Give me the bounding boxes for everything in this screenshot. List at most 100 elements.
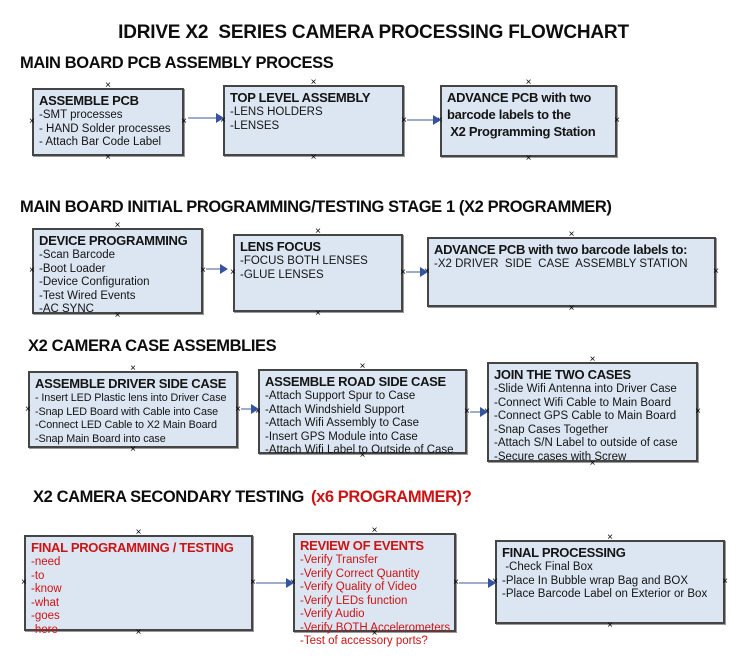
- connection-point-icon: ×: [105, 152, 111, 163]
- box-item: -to: [31, 569, 45, 582]
- connection-point-icon: ×: [230, 267, 236, 278]
- connection-point-icon: ×: [114, 220, 121, 231]
- connection-point-icon: ×: [105, 80, 111, 91]
- box-title: ADVANCE PCB with two barcode labels to:: [434, 242, 688, 257]
- flow-arrow-icon: [470, 407, 488, 417]
- connection-point-icon: ×: [607, 532, 613, 543]
- box-advance-pcb-programming-station: ADVANCE PCB with two barcode labels to th…: [437, 78, 620, 164]
- box-item: -need: [31, 556, 61, 568]
- box-title: JOIN THE TWO CASES: [494, 367, 631, 382]
- box-item: -FOCUS BOTH LENSES: [240, 255, 368, 267]
- box-title: REVIEW OF EVENTS: [300, 538, 424, 553]
- box-item: -Scan Barcode: [39, 249, 116, 261]
- connection-point-icon: ×: [371, 525, 378, 536]
- box-item-list: -Attach Support Spur to Case-Attach Wind…: [265, 390, 460, 458]
- box-title: LENS FOCUS: [240, 239, 321, 254]
- box-item: -Test Wired Events: [39, 289, 136, 302]
- box-item: -Attach S/N Label to outside of case: [494, 437, 678, 449]
- box-final-processing: FINAL PROCESSING -Check Final Box-Place …: [492, 533, 728, 631]
- section-header-pcb-assembly: MAIN BOARD PCB ASSEMBLY PROCESS: [20, 54, 334, 72]
- connection-point-icon: ×: [695, 406, 701, 417]
- box-final-programming-testing: FINAL PROGRAMMING / TESTING -need-to-kno…: [21, 528, 256, 638]
- box-title: FINAL PROCESSING: [502, 545, 626, 560]
- box-review-of-events: REVIEW OF EVENTS -Verify Transfer-Verify…: [290, 526, 459, 648]
- box-item: - HAND Solder processes: [39, 122, 171, 135]
- box-item-list: -Verify Transfer-Verify Correct Quantity…: [300, 554, 451, 649]
- box-item: -AC SYNC: [39, 303, 94, 315]
- box-item-list: ADVANCE PCB with two barcode labels to th…: [447, 89, 610, 140]
- box-item: -Check Final Box: [502, 561, 593, 573]
- flow-arrow-icon: [407, 115, 441, 125]
- connection-point-icon: ×: [614, 115, 620, 126]
- box-item: - Insert LED Plastic lens into Driver Ca…: [35, 392, 227, 404]
- box-device-programming: DEVICE PROGRAMMING -Scan Barcode-Boot Lo…: [29, 221, 206, 321]
- box-item: -Verify Audio: [300, 608, 365, 620]
- flow-arrow-icon: [406, 267, 428, 277]
- box-item: X2 Programming Station: [447, 124, 596, 139]
- box-item: -Connect LED Cable to X2 Main Board: [35, 419, 217, 431]
- section-header-text: X2 CAMERA SECONDARY TESTING: [33, 488, 304, 506]
- box-item: -Verify Quality of Video: [300, 581, 417, 593]
- box-assemble-driver-side-case: ASSEMBLE DRIVER SIDE CASE - Insert LED P…: [25, 364, 241, 455]
- box-item: -Test of accessory ports?: [300, 635, 428, 647]
- box-item: -LENSES: [230, 119, 280, 132]
- connection-point-icon: ×: [568, 303, 575, 314]
- box-item: -Connect GPS Cable to Main Board: [494, 410, 677, 422]
- connection-point-icon: ×: [568, 229, 575, 240]
- box-top-level-assembly: TOP LEVEL ASSEMBLY -LENS HOLDERS-LENSES …: [220, 78, 407, 163]
- box-item: -Snap LED Board with Cable into Case: [35, 405, 219, 418]
- box-item: -Place In Bubble wrap Bag and BOX: [502, 574, 689, 587]
- box-item: ADVANCE PCB with two: [447, 90, 591, 105]
- connection-point-icon: ×: [29, 116, 35, 127]
- box-lens-focus: LENS FOCUS -FOCUS BOTH LENSES-GLUE LENSE…: [230, 227, 406, 319]
- box-item-list: -Check Final Box-Place In Bubble wrap Ba…: [502, 561, 718, 602]
- connection-point-icon: ×: [589, 354, 596, 365]
- connection-point-icon: ×: [310, 77, 317, 88]
- box-item-list: -LENS HOLDERS-LENSES: [230, 106, 397, 133]
- box-item: -Device Configuration: [39, 276, 150, 288]
- box-item-list: -SMT processes- HAND Solder processes- A…: [39, 109, 177, 150]
- box-title: ASSEMBLE ROAD SIDE CASE: [265, 374, 446, 389]
- box-item-list: -Slide Wifi Antenna into Driver Case-Con…: [494, 383, 691, 464]
- box-advance-pcb-driver-side-station: ADVANCE PCB with two barcode labels to: …: [424, 230, 719, 314]
- box-item-list: - Insert LED Plastic lens into Driver Ca…: [35, 392, 231, 446]
- box-title: ASSEMBLE PCB: [39, 93, 139, 108]
- connection-point-icon: ×: [525, 153, 532, 164]
- box-item: -LENS HOLDERS: [230, 106, 323, 118]
- box-item: -Attach Support Spur to Case: [265, 390, 416, 402]
- section-header-case-assemblies: X2 CAMERA CASE ASSEMBLIES: [28, 337, 277, 355]
- box-item: - Attach Bar Code Label: [39, 136, 162, 148]
- box-item: -what: [31, 596, 60, 609]
- connection-point-icon: ×: [130, 444, 136, 455]
- connection-point-icon: ×: [135, 527, 142, 538]
- box-item: -Attach Windshield Support: [265, 403, 405, 416]
- box-item-list: -need-to-know-what-goes-here: [31, 556, 246, 637]
- box-item: -goes: [31, 610, 60, 622]
- connection-point-icon: ×: [181, 116, 187, 127]
- box-title: ASSEMBLE DRIVER SIDE CASE: [35, 376, 227, 391]
- box-item: -GLUE LENSES: [240, 268, 324, 281]
- connection-point-icon: ×: [25, 403, 31, 415]
- box-item: -Verify Correct Quantity: [300, 567, 420, 580]
- box-item: -Boot Loader: [39, 262, 106, 275]
- flow-arrow-icon: [206, 264, 228, 274]
- box-title: DEVICE PROGRAMMING: [39, 233, 188, 248]
- box-assemble-pcb: ASSEMBLE PCB -SMT processes- HAND Solder…: [29, 81, 187, 163]
- box-title: FINAL PROGRAMMING / TESTING: [31, 540, 234, 555]
- box-item: -Attach Wifi Label to Outside of Case: [265, 444, 454, 456]
- connection-point-icon: ×: [310, 152, 317, 163]
- connection-point-icon: ×: [29, 265, 35, 276]
- box-join-the-two-cases: JOIN THE TWO CASES -Slide Wifi Antenna i…: [484, 355, 701, 469]
- box-item: -X2 DRIVER SIDE CASE ASSEMBLY STATION: [434, 258, 688, 270]
- connection-point-icon: ×: [21, 577, 27, 588]
- page-title: IDRIVE X2 SERIES CAMERA PROCESSING FLOWC…: [118, 22, 629, 43]
- box-item: -Verify BOTH Accelerometers: [300, 621, 451, 634]
- box-item: barcode labels to the: [447, 107, 571, 122]
- box-item-list: -X2 DRIVER SIDE CASE ASSEMBLY STATION: [434, 258, 709, 272]
- box-item: -Verify Transfer: [300, 554, 378, 566]
- box-item: -Secure cases with Screw: [494, 450, 627, 463]
- section-header-accent: (x6 PROGRAMMER)?: [310, 488, 472, 506]
- box-title: TOP LEVEL ASSEMBLY: [230, 90, 371, 105]
- box-item: -Place Barcode Label on Exterior or Box: [502, 588, 708, 600]
- connection-point-icon: ×: [713, 266, 719, 277]
